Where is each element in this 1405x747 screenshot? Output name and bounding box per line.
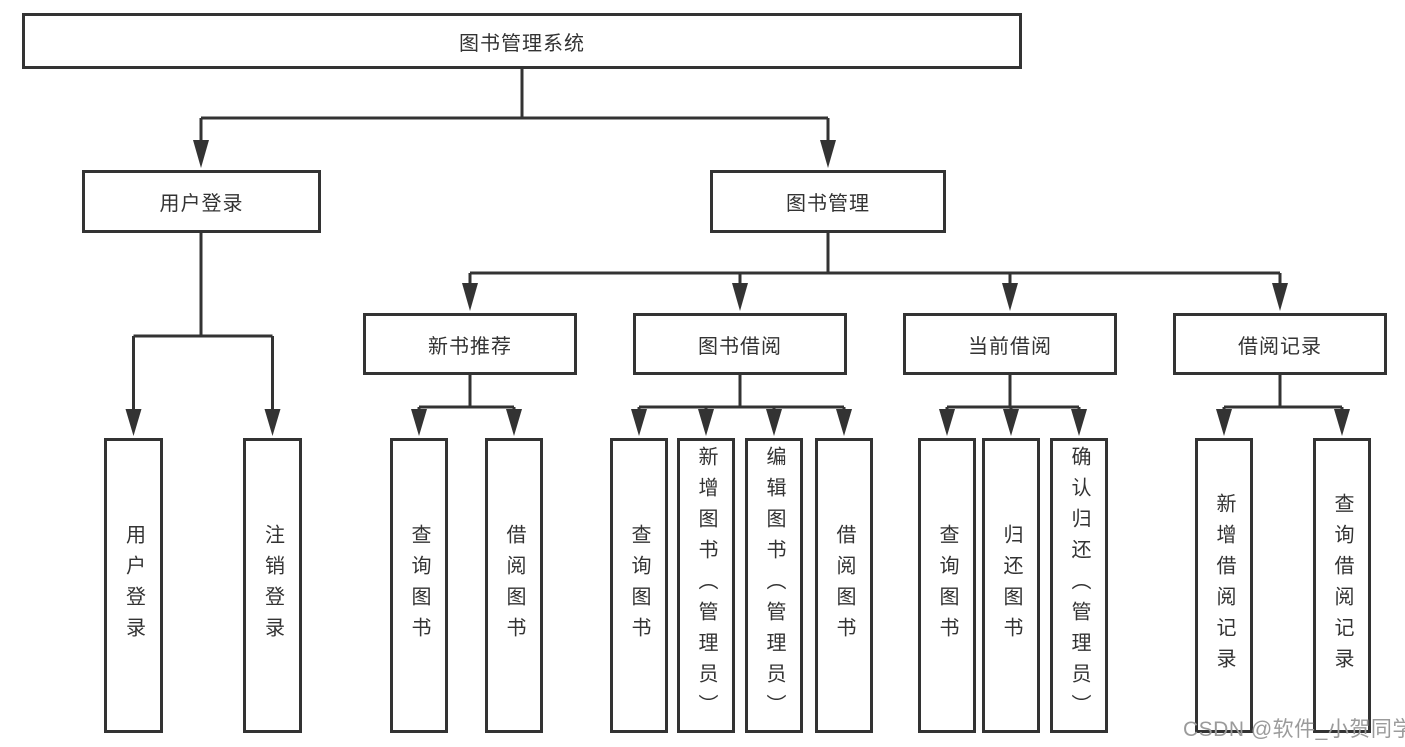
node-system-root: 图书管理系统 [22, 13, 1022, 69]
leaf-user-login: 用户登录 [104, 438, 163, 733]
leaf-newbook-query-books: 查询图书 [390, 438, 448, 733]
node-current-borrow-label: 当前借阅 [968, 335, 1052, 358]
arrow-icon [411, 409, 427, 436]
leaf-user-login-label: 用户登录 [122, 523, 145, 648]
node-book-borrow-label: 图书借阅 [698, 335, 782, 358]
arrow-icon [732, 283, 748, 311]
arrow-icon [766, 409, 782, 436]
arrow-icon [462, 283, 478, 311]
node-borrow-records: 借阅记录 [1173, 313, 1387, 375]
arrow-icon [1071, 409, 1087, 436]
node-book-management-label: 图书管理 [786, 193, 870, 215]
leaf-record-add: 新增借阅记录 [1195, 438, 1253, 733]
leaf-logout: 注销登录 [243, 438, 302, 733]
arrow-icon [125, 409, 142, 436]
leaf-borrow-query-books-label: 查询图书 [628, 523, 650, 648]
leaf-newbook-query-books-label: 查询图书 [408, 523, 430, 648]
leaf-record-query: 查询借阅记录 [1313, 438, 1371, 733]
node-current-borrow: 当前借阅 [903, 313, 1117, 375]
leaf-borrow-borrow-books: 借阅图书 [815, 438, 873, 733]
leaf-record-query-label: 查询借阅记录 [1331, 492, 1353, 679]
node-book-management: 图书管理 [710, 170, 946, 233]
arrow-icon [506, 409, 522, 436]
arrow-icon [1002, 283, 1018, 311]
node-book-borrow: 图书借阅 [633, 313, 847, 375]
arrow-icon [836, 409, 852, 436]
arrow-icon [1272, 283, 1288, 311]
leaf-current-query-books: 查询图书 [918, 438, 976, 733]
node-borrow-records-label: 借阅记录 [1238, 335, 1322, 358]
arrow-icon [631, 409, 647, 436]
csdn-watermark: CSDN @软件_小贺同学 [1183, 718, 1405, 741]
arrow-icon [1003, 409, 1019, 436]
leaf-current-confirm-return-admin: 确认归还（管理员） [1050, 438, 1108, 733]
leaf-current-confirm-return-admin-label: 确认归还（管理员） [1068, 446, 1090, 725]
leaf-logout-label: 注销登录 [261, 523, 284, 648]
arrow-icon [1216, 409, 1232, 436]
leaf-borrow-add-books-admin: 新增图书（管理员） [677, 438, 735, 733]
node-new-book-recommend: 新书推荐 [363, 313, 577, 375]
arrow-icon [820, 140, 836, 168]
arrow-icon [698, 409, 714, 436]
leaf-newbook-borrow-books: 借阅图书 [485, 438, 543, 733]
leaf-current-return-books: 归还图书 [982, 438, 1040, 733]
arrow-icon [939, 409, 955, 436]
leaf-borrow-add-books-admin-label: 新增图书（管理员） [695, 446, 717, 725]
arrow-icon [1334, 409, 1350, 436]
node-user-login-label: 用户登录 [159, 193, 244, 215]
arrow-icon [264, 409, 281, 436]
leaf-borrow-query-books: 查询图书 [610, 438, 668, 733]
arrowheads [125, 140, 1350, 436]
node-user-login: 用户登录 [82, 170, 321, 233]
node-new-book-recommend-label: 新书推荐 [428, 335, 512, 358]
arrow-icon [193, 140, 209, 168]
leaf-borrow-edit-books-admin-label: 编辑图书（管理员） [763, 446, 785, 725]
node-system-root-label: 图书管理系统 [459, 32, 585, 55]
leaf-borrow-edit-books-admin: 编辑图书（管理员） [745, 438, 803, 733]
leaf-newbook-borrow-books-label: 借阅图书 [503, 523, 525, 648]
leaf-current-query-books-label: 查询图书 [936, 523, 958, 648]
leaf-borrow-borrow-books-label: 借阅图书 [833, 523, 855, 648]
leaf-current-return-books-label: 归还图书 [1000, 523, 1022, 648]
leaf-record-add-label: 新增借阅记录 [1213, 492, 1235, 679]
